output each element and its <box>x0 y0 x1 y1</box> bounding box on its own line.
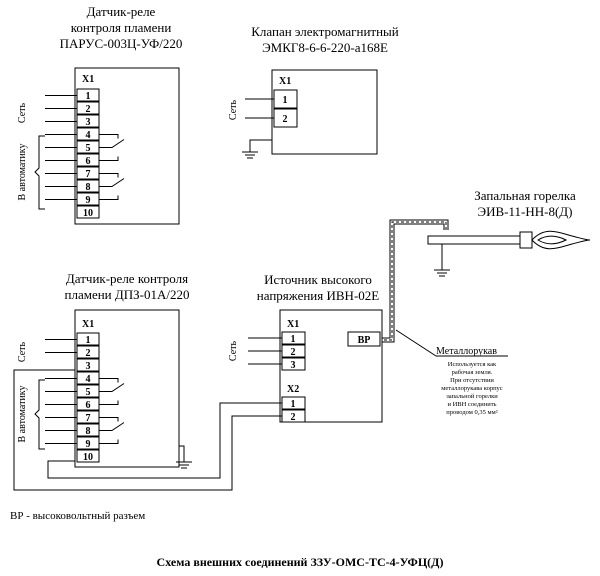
hv-x1-pin-3: 3 <box>291 360 296 371</box>
sensor2-pin-5: 5 <box>86 387 91 398</box>
hv-title-line1: Источник высокого <box>264 272 372 287</box>
sensor2-title-line2: пламени ДПЗ-01А/220 <box>65 287 190 302</box>
sensor2-auto-label: В автоматику <box>17 385 28 442</box>
valve-set-label: Сеть <box>228 99 239 120</box>
hv-source-block: Источник высокого напряжения ИВН-02Е X1 … <box>228 272 383 423</box>
sensor1-auto-label: В автоматику <box>17 143 28 200</box>
sensor2-pin-3-cell <box>76 358 100 372</box>
sensor1-relay-contact-2 <box>99 173 125 200</box>
sensor1-pin-10-cell <box>76 205 100 219</box>
wire-s2-pin10-to-hv-x2-1 <box>47 402 282 479</box>
hv-title-line2: напряжения ИВН-02Е <box>257 288 379 303</box>
sensor1-block: Датчик-реле контроля пламени ПАРУС-003Ц-… <box>17 4 183 225</box>
sensor1-pin-3: 3 <box>86 117 91 128</box>
sensor2-box <box>74 309 180 468</box>
sensor2-pin-7: 7 <box>86 413 91 424</box>
sensor1-pin-4: 4 <box>86 130 91 141</box>
sensor2-block: Датчик-реле контроля пламени ДПЗ-01А/220… <box>17 271 192 469</box>
sensor2-pin-3: 3 <box>86 361 91 372</box>
hv-x2-pin-1: 1 <box>291 399 296 410</box>
igniter-ground-icon <box>434 269 450 277</box>
sensor1-title-line2: контроля пламени <box>71 20 172 35</box>
igniter-block: Запальная горелка ЭИВ-11-НН-8(Д) <box>427 188 591 277</box>
valve-ground-icon <box>242 151 258 159</box>
sensor1-pin-8: 8 <box>86 182 91 193</box>
sensor1-set-label: Сеть <box>17 102 28 123</box>
hv-x1-pin-1: 1 <box>291 334 296 345</box>
diagram-caption: Схема внешних соединений ЗЗУ-ОМС-ТС-4-УФ… <box>157 555 444 569</box>
sensor2-title-line1: Датчик-реле контроля <box>66 271 188 286</box>
valve-title-line2: ЭМКГ8-6-6-220-а168Е <box>262 40 388 55</box>
hv-connector1-label: X1 <box>287 319 299 330</box>
hv-x1-pin-2: 2 <box>291 347 296 358</box>
sensor2-pin-4: 4 <box>86 374 91 385</box>
sensor1-pin-5: 5 <box>86 143 91 154</box>
sensor2-auto-brace <box>34 379 45 450</box>
valve-pin-1: 1 <box>283 95 288 106</box>
hv-box <box>279 309 383 423</box>
hose-note-line: и ИВН соединить <box>447 401 496 408</box>
hose-pointer-line <box>395 329 437 357</box>
sensor1-pin-1: 1 <box>86 91 91 102</box>
sensor1-pin-2: 2 <box>86 104 91 115</box>
legend-text: ВР - высоковольтный разъем <box>10 510 145 522</box>
sensor1-relay-contact-1 <box>99 134 125 161</box>
valve-ground-wire <box>249 139 272 152</box>
sensor2-ground-icon <box>176 461 192 469</box>
hose-note-line: запальной горелки <box>446 393 498 400</box>
sensor1-pin-6: 6 <box>86 156 91 167</box>
hv-connector-bp: ВР <box>358 335 371 346</box>
sensor2-relay-contact-1 <box>99 378 125 405</box>
sensor1-title-line1: Датчик-реле <box>87 4 156 19</box>
sensor1-auto-brace <box>34 135 45 210</box>
sensor1-pin-7: 7 <box>86 169 91 180</box>
hv-set-label: Сеть <box>228 340 239 361</box>
metal-hose <box>382 219 449 343</box>
igniter-title-line2: ЭИВ-11-НН-8(Д) <box>478 204 573 219</box>
hv-x2-pin-2: 2 <box>291 412 296 423</box>
sensor2-connector-label: X1 <box>82 319 94 330</box>
sensor2-pin-10: 10 <box>83 452 93 463</box>
sensor2-pin-1: 1 <box>86 335 91 346</box>
sensor1-box <box>74 67 180 225</box>
valve-pin-2: 2 <box>283 114 288 125</box>
flame-icon <box>531 230 591 250</box>
hose-note-line: проводом 0,35 мм² <box>446 409 497 416</box>
hv-connector2-label: X2 <box>287 384 299 395</box>
sensor2-relay-contact-2 <box>99 417 125 444</box>
sensor2-ground-wire <box>179 445 185 462</box>
hose-note-line: металлорукава корпус <box>441 385 503 392</box>
sensor1-pins: 1 2 3 4 5 6 7 8 9 10 <box>45 88 125 219</box>
hose-title: Металлорукав <box>436 346 497 357</box>
sensor2-pin-2: 2 <box>86 348 91 359</box>
hose-note-line: рабочая земля. <box>452 369 493 376</box>
wire-s2-pin3-to-hv-x2-2 <box>13 369 282 491</box>
sensor2-pin-9: 9 <box>86 439 91 450</box>
sensor1-pin-9: 9 <box>86 195 91 206</box>
igniter-tube <box>427 235 521 245</box>
sensor1-connector-label: X1 <box>82 74 94 85</box>
hose-note-line: Используется как <box>448 361 497 368</box>
valve-title-line1: Клапан электромагнитный <box>251 24 399 39</box>
sensor2-pin-10-cell <box>76 449 100 463</box>
valve-block: Клапан электромагнитный ЭМКГ8-6-6-220-а1… <box>228 24 399 159</box>
igniter-title-line1: Запальная горелка <box>474 188 576 203</box>
valve-box <box>271 69 378 155</box>
hv-connector-bp-cell <box>347 331 381 347</box>
sensor1-title-line3: ПАРУС-003Ц-УФ/220 <box>60 36 183 51</box>
sensor2-pin-8: 8 <box>86 426 91 437</box>
hose-note-line: При отсутствии <box>450 377 494 384</box>
flame-inner-icon <box>537 235 568 245</box>
valve-connector-label: X1 <box>279 76 291 87</box>
sensor2-pin-6: 6 <box>86 400 91 411</box>
sensor1-pin-10: 10 <box>83 208 93 219</box>
igniter-nozzle <box>519 231 533 249</box>
sensor2-set-label: Сеть <box>17 341 28 362</box>
sensor2-pins: 1 2 3 4 5 6 7 8 9 10 <box>45 332 125 463</box>
